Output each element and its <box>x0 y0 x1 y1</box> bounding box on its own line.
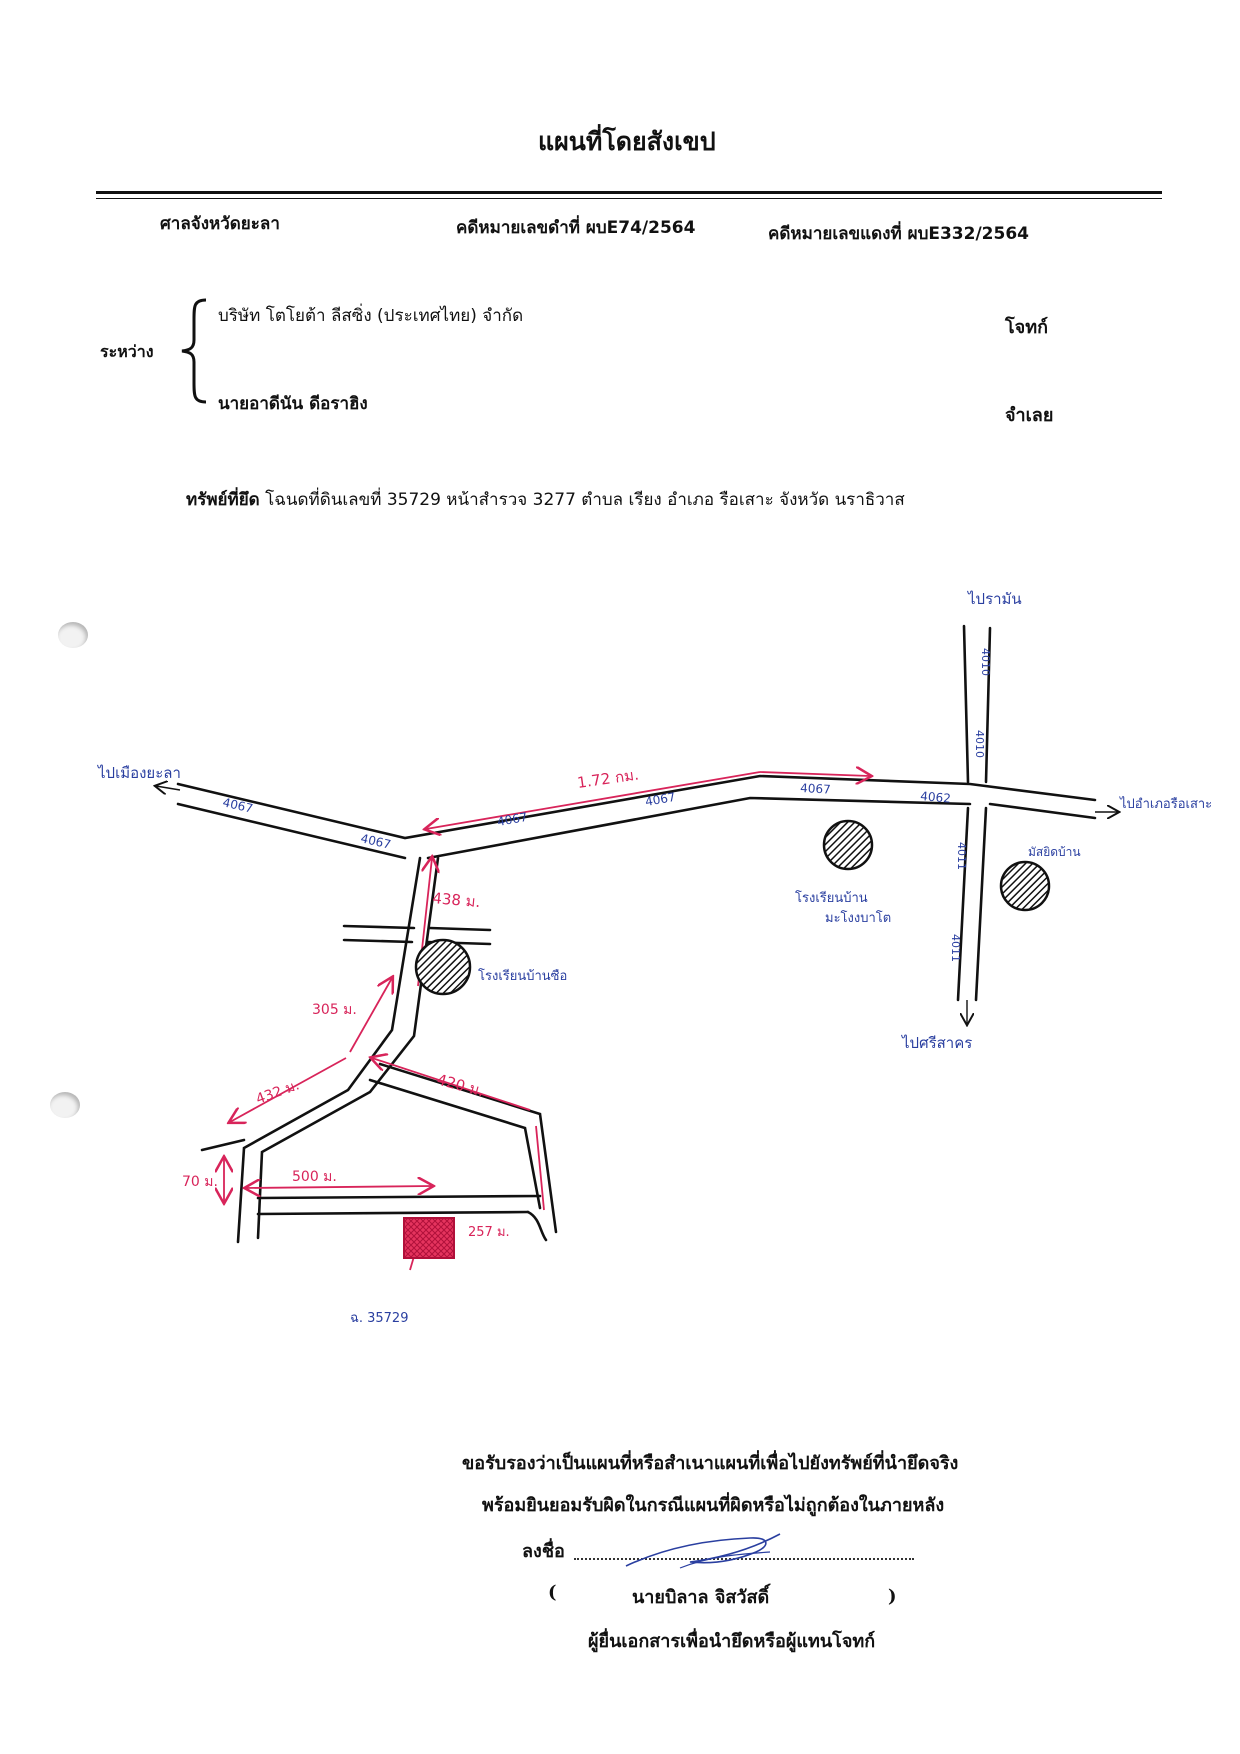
road-4011-south-right <box>974 806 988 1002</box>
road-number-4011-a: 4011 <box>955 842 968 870</box>
branch-stub <box>200 1138 246 1152</box>
signer-name: นายบิลาล จิสวัสดิ์ <box>632 1587 770 1608</box>
road-4067-center-lower <box>426 796 972 860</box>
dist-line-172km <box>426 771 761 829</box>
road-number-4067-c: 4067 <box>496 810 529 829</box>
red-case-number: คดีหมายเลขแดงที่ ผบE332/2564 <box>768 224 1029 244</box>
bottom-road-curve <box>526 1210 548 1242</box>
branch-road-left <box>236 856 422 1244</box>
direction-label-east: ไปอำเภอรือเสาะ <box>1119 796 1212 812</box>
dist-line-432 <box>230 1057 347 1122</box>
road-number-4067-a: 4067 <box>221 795 254 816</box>
seized-property: ทรัพย์ที่ยึด โฉนดที่ดินเลขที่ 35729 หน้า… <box>186 486 905 513</box>
distance-label-305: 305 ม. <box>312 1002 357 1018</box>
distance-label-257: 257 ม. <box>468 1225 510 1240</box>
name-open-paren: ( <box>548 1582 557 1603</box>
dist-line-420-b <box>535 1125 545 1211</box>
school-1-label: โรงเรียนบ้าน <box>795 890 868 906</box>
distance-label-500: 500 ม. <box>292 1169 337 1185</box>
signature-line <box>574 1558 914 1560</box>
school-2-marker <box>414 938 472 996</box>
signature-label: ลงชื่อ <box>522 1541 565 1562</box>
punch-hole-bottom <box>50 1092 80 1118</box>
arrow-west <box>156 786 181 790</box>
between-label: ระหว่าง <box>100 342 154 361</box>
certification-line-1: ขอรับรองว่าเป็นแผนที่หรือสำเนาแผนที่เพื่… <box>462 1453 959 1474</box>
road-number-4062: 4062 <box>920 789 952 806</box>
road-number-4011-b: 4011 <box>949 934 962 962</box>
side-road-right-upper <box>428 926 492 932</box>
landmark-3-marker <box>999 860 1051 912</box>
signer-role: ผู้ยื่นเอกสารเพื่อนำยึดหรือผู้แทนโจทก์ <box>588 1631 876 1652</box>
certification-line-2: พร้อมยินยอมรับผิดในกรณีแผนที่ผิดหรือไม่ถ… <box>482 1495 945 1516</box>
road-4011-south-left <box>956 806 970 1002</box>
bottom-road-upper <box>256 1194 542 1200</box>
direction-arrows <box>156 786 1118 1024</box>
road-4067-west-lower <box>176 802 407 860</box>
dist-line-172km-b <box>759 772 870 776</box>
road-4010-north-right <box>984 626 992 784</box>
parcel-35729-marker <box>403 1217 455 1259</box>
court-name: ศาลจังหวัดยะลา <box>160 214 280 234</box>
plaintiff-role: โจทก์ <box>1005 317 1048 338</box>
plaintiff-name: บริษัท โตโยต้า ลีสซิ่ง (ประเทศไทย) จำกัด <box>218 306 524 326</box>
direction-label-west: ไปเมืองยะลา <box>97 764 181 782</box>
distance-label-420: 420 ม. <box>435 1070 486 1100</box>
header-rule-thin <box>96 198 1162 199</box>
road-number-4067-e: 4067 <box>800 781 831 797</box>
defendant-role: จำเลย <box>1005 405 1054 426</box>
distance-label-172km: 1.72 กม. <box>576 766 640 792</box>
road-number-4067-b: 4067 <box>359 831 392 852</box>
black-case-number: คดีหมายเลขดำที่ ผบE74/2564 <box>456 218 696 238</box>
side-road-upper <box>342 924 416 930</box>
dist-line-500 <box>246 1186 432 1188</box>
diagonal-road <box>368 1078 542 1210</box>
handwritten-signature <box>625 1533 781 1569</box>
distance-label-432: 432 ม. <box>254 1077 302 1107</box>
road-number-4010-a: 4010 <box>979 648 992 676</box>
bottom-road-lower <box>256 1210 530 1216</box>
parcel-label: ฉ. 35729 <box>350 1311 408 1326</box>
road-4067-west <box>176 774 1097 840</box>
defendant-name: นายอาดีนัน ดีอราฮิง <box>218 394 368 414</box>
road-4062-east <box>988 802 1097 820</box>
distance-label-70: 70 ม. <box>182 1174 218 1190</box>
landmark-3-label: มัสยิดบ้าน <box>1028 845 1081 859</box>
property-description: โฉนดที่ดินเลขที่ 35729 หน้าสำรวจ 3277 ตำ… <box>259 490 905 510</box>
road-number-4067-d: 4067 <box>644 790 677 809</box>
side-road-lower <box>342 938 414 944</box>
punch-hole-top <box>58 622 88 648</box>
direction-label-north: ไปรามัน <box>967 590 1022 608</box>
property-label: ทรัพย์ที่ยึด <box>186 490 260 510</box>
name-close-paren: ) <box>888 1586 897 1607</box>
party-brace <box>181 298 207 404</box>
school-1-marker <box>822 819 874 871</box>
dist-line-420 <box>372 1058 531 1111</box>
direction-label-south: ไปศรีสาคร <box>901 1034 972 1052</box>
school-2-label: โรงเรียนบ้านซือ <box>478 968 567 984</box>
header-rule-thick <box>96 191 1162 194</box>
document-title: แผนที่โดยสังเขป <box>538 127 716 156</box>
dist-line-305 <box>349 978 392 1053</box>
road-4010-north-left <box>962 624 970 784</box>
diagonal-road-inner <box>378 1062 558 1234</box>
school-1-label-line2: มะโงงบาโต <box>825 910 891 926</box>
distance-label-438: 438 ม. <box>432 889 481 911</box>
road-number-4010-b: 4010 <box>973 730 986 758</box>
distance-lines <box>224 771 870 1271</box>
